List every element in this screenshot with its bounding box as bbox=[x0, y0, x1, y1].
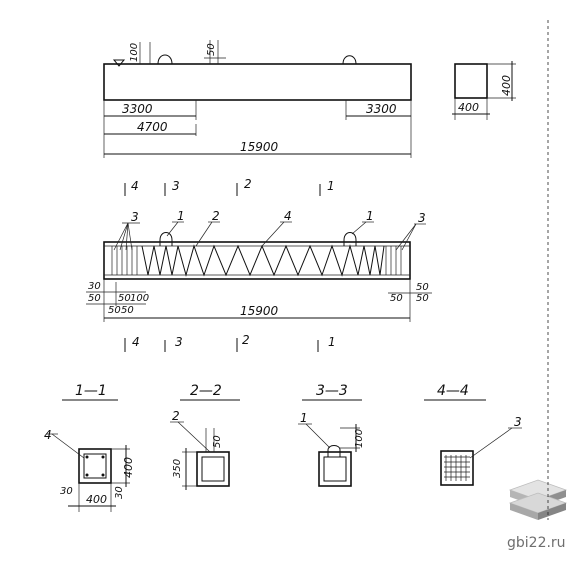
section-2-2-title: 2—2 bbox=[190, 383, 222, 399]
dim-left-100: 100 bbox=[130, 293, 149, 304]
cut-mark-bottom-1: 1 bbox=[328, 335, 336, 349]
level-marker bbox=[112, 59, 126, 67]
cut-mark-bottom-4: 4 bbox=[132, 335, 140, 349]
section-1-1: 1—1 4 400 30 30 400 bbox=[44, 383, 135, 512]
stacked-slabs-logo-icon bbox=[508, 479, 568, 520]
cut-mark-top-1: 1 bbox=[327, 179, 335, 193]
section-4-4-callout: 3 bbox=[514, 415, 522, 429]
dim-loop-position: 4700 bbox=[137, 120, 168, 134]
dim-rebar-length: 15900 bbox=[240, 304, 279, 318]
lifting-loop-left bbox=[157, 54, 173, 65]
cut-mark-top-2: 2 bbox=[244, 177, 252, 191]
end-section-outline bbox=[454, 63, 488, 99]
cut-marks-top: 4 3 2 1 bbox=[124, 177, 335, 196]
dim-end-zone-left: 3300 bbox=[122, 102, 153, 116]
callout-1-left: 1 bbox=[177, 209, 185, 223]
section-4-4-mesh bbox=[444, 455, 470, 481]
beam-outline bbox=[103, 63, 412, 101]
section-2-2: 2—2 2 50 350 bbox=[170, 383, 240, 490]
section-1-1-dim-30b: 30 bbox=[114, 486, 125, 499]
dim-left-50d: 50 bbox=[121, 305, 134, 316]
end-mesh-right bbox=[385, 246, 402, 275]
dim-left-30: 30 bbox=[88, 281, 101, 292]
dim-total-length: 15900 bbox=[240, 140, 279, 154]
cut-mark-top-3: 3 bbox=[172, 179, 180, 193]
dim-left-50b: 50 bbox=[118, 293, 131, 304]
spiral-rebar bbox=[141, 244, 385, 277]
lifting-loop-right bbox=[342, 55, 357, 65]
dim-left-50: 50 bbox=[88, 293, 101, 304]
dim-loop-offset: 50 bbox=[206, 43, 217, 56]
end-mesh-left bbox=[111, 246, 138, 275]
rebar-loop-left bbox=[159, 232, 173, 246]
section-1-1-dim-width: 400 bbox=[86, 493, 107, 506]
beam-elevation: 100 50 3300 3300 4700 15900 400 400 bbox=[103, 40, 516, 158]
section-4-4-title: 4—4 bbox=[437, 383, 469, 399]
callout-3-left: 3 bbox=[131, 210, 139, 224]
section-3-3-callout: 1 bbox=[300, 411, 308, 425]
dim-section-height: 400 bbox=[500, 75, 513, 96]
dim-right-50c: 50 bbox=[416, 293, 429, 304]
section-4-4: 4—4 3 bbox=[424, 383, 522, 486]
dim-left-50c: 50 bbox=[108, 305, 121, 316]
callout-3-right: 3 bbox=[418, 211, 426, 225]
watermark-text: gbi22.ru bbox=[507, 535, 566, 551]
section-2-2-callout: 2 bbox=[172, 409, 180, 423]
cut-mark-bottom-3: 3 bbox=[175, 335, 183, 349]
section-3-3-dim-100: 100 bbox=[354, 429, 365, 448]
dim-right-50b: 50 bbox=[390, 293, 403, 304]
section-1-1-dim-height: 400 bbox=[122, 457, 135, 478]
callout-1-right: 1 bbox=[366, 209, 374, 223]
rebar-loop-right bbox=[343, 232, 357, 246]
section-2-2-dim-350: 350 bbox=[172, 459, 183, 478]
rebar-beam-outline bbox=[103, 241, 411, 280]
dim-loop-height: 100 bbox=[129, 43, 140, 62]
cut-marks-bottom: 4 3 2 1 bbox=[124, 333, 336, 352]
section-1-1-title: 1—1 bbox=[75, 383, 107, 399]
rebar-view: 3 1 2 4 1 3 30 50 50 50 100 50 50 50 50 bbox=[86, 209, 432, 322]
dim-end-zone-right: 3300 bbox=[366, 102, 397, 116]
section-1-1-dim-30a: 30 bbox=[60, 486, 73, 497]
dim-right-50: 50 bbox=[416, 282, 429, 293]
section-2-2-dim-50: 50 bbox=[212, 435, 223, 448]
section-3-3: 3—3 1 100 bbox=[298, 383, 365, 487]
callout-4: 4 bbox=[284, 209, 292, 223]
section-1-1-callout: 4 bbox=[44, 428, 52, 442]
dim-section-width: 400 bbox=[458, 101, 479, 114]
cut-mark-top-4: 4 bbox=[131, 179, 139, 193]
section-3-3-title: 3—3 bbox=[316, 383, 348, 399]
cut-mark-bottom-2: 2 bbox=[242, 333, 250, 347]
callout-2: 2 bbox=[212, 209, 220, 223]
